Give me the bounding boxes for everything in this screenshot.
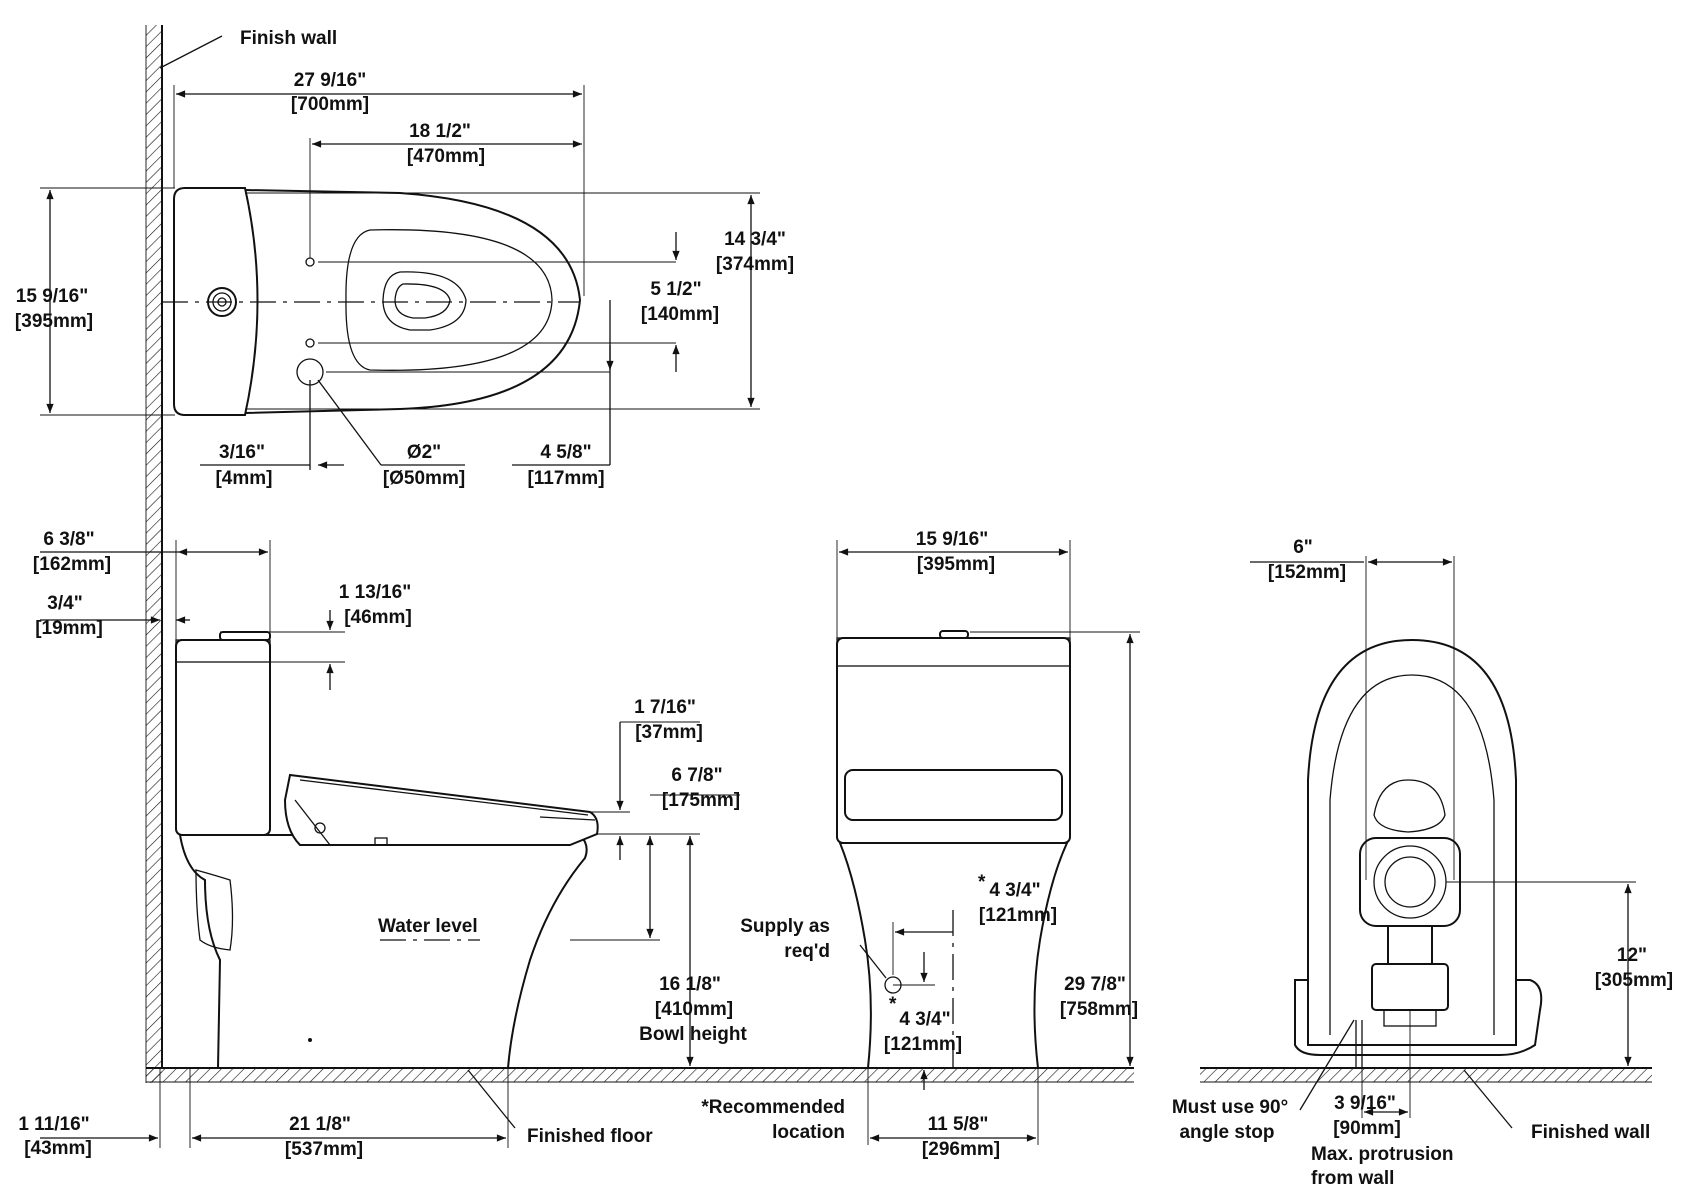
bowl-height-label: Bowl height	[639, 1024, 747, 1045]
wall-gap-imperial-dimension: 3/16"	[219, 442, 265, 463]
front-view	[836, 630, 1071, 1069]
finish-wall-label: Finish wall	[240, 28, 337, 49]
drain-offset-imperial-dimension: 4 5/8"	[540, 442, 591, 463]
hinge-spacing-metric-dimension: [140mm]	[641, 304, 719, 325]
rim-to-water-imperial-dimension: 6 7/8"	[671, 765, 722, 786]
bowl-height-metric-dimension: [410mm]	[655, 999, 733, 1020]
tank-depth-metric-dimension: [162mm]	[33, 554, 111, 575]
rear-floor-hatch	[1200, 1067, 1652, 1083]
must-use-label-1: Must use 90°	[1172, 1097, 1288, 1118]
wall-gap-metric-dimension: [4mm]	[215, 468, 272, 489]
rear-dim-lines	[1250, 556, 1636, 1129]
max-protrusion-imperial-dimension: 3 9/16"	[1334, 1093, 1396, 1114]
drain-offset-metric-dimension: [117mm]	[527, 468, 604, 489]
finished-wall-label: Finished wall	[1531, 1122, 1650, 1143]
hinge-spacing-imperial-dimension: 5 1/2"	[650, 279, 701, 300]
overall-height-imperial-dimension: 29 7/8"	[1064, 974, 1126, 995]
tank-gap-metric-dimension: [19mm]	[35, 618, 103, 639]
max-protrusion-label-1: Max. protrusion	[1311, 1144, 1454, 1165]
plan-dim-texts: Finish wall 27 9/16" [700mm] 18 1/2" [47…	[15, 28, 794, 489]
supply-offset-h-imperial-dimension: 4 3/4"	[989, 880, 1040, 901]
must-use-label-2: angle stop	[1179, 1122, 1274, 1143]
rear-view	[1294, 638, 1543, 1068]
front-width-imperial-dimension: 15 9/16"	[916, 529, 988, 550]
supply-label-2: req'd	[784, 941, 830, 962]
seat-thickness-imperial-dimension: 1 7/16"	[634, 697, 696, 718]
overall-height-metric-dimension: [758mm]	[1060, 999, 1138, 1020]
side-dim-lines	[40, 540, 740, 1148]
side-floor-hatch	[146, 1067, 1134, 1083]
asterisk-mark: *	[978, 872, 986, 893]
supply-height-imperial-dimension: 4 3/4"	[899, 1009, 950, 1030]
supply-label-1: Supply as	[740, 916, 830, 937]
max-protrusion-metric-dimension: [90mm]	[1333, 1118, 1401, 1139]
max-protrusion-label-2: from wall	[1311, 1168, 1394, 1189]
base-width-metric-dimension: [296mm]	[922, 1139, 1000, 1160]
rough-in-imperial-dimension: 21 1/8"	[289, 1114, 351, 1135]
front-dim-texts: 15 9/16" [395mm] * 4 3/4" [121mm] Supply…	[701, 529, 1138, 1160]
overall-depth-metric-dimension: [700mm]	[291, 94, 369, 115]
finished-floor-label: Finished floor	[527, 1126, 653, 1147]
finish-wall-hatch	[145, 25, 163, 1083]
plan-dim-lines	[40, 35, 760, 470]
front-width-metric-dimension: [395mm]	[917, 554, 995, 575]
rear-bolts-imperial-dimension: 6"	[1293, 537, 1313, 558]
tank-lid-metric-dimension: [46mm]	[344, 607, 412, 628]
seat-thickness-metric-dimension: [37mm]	[635, 722, 703, 743]
rough-in-metric-dimension: [537mm]	[285, 1139, 363, 1160]
rear-dim-texts: 6" [152mm] 12" [305mm] Must use 90° angl…	[1172, 537, 1673, 1189]
asterisk-mark: *	[889, 994, 897, 1015]
overall-width-imperial-dimension: 15 9/16"	[16, 286, 88, 307]
side-dim-texts: 6 3/8" [162mm] 3/4" [19mm] 1 13/16" [46m…	[18, 529, 747, 1160]
seat-depth-imperial-dimension: 18 1/2"	[409, 121, 471, 142]
side-view	[175, 631, 599, 1069]
base-setback-metric-dimension: [43mm]	[24, 1138, 92, 1159]
overall-width-metric-dimension: [395mm]	[15, 311, 93, 332]
base-width-imperial-dimension: 11 5/8"	[928, 1114, 989, 1135]
tank-depth-imperial-dimension: 6 3/8"	[43, 529, 94, 550]
rear-outlet-height-metric-dimension: [305mm]	[1595, 970, 1673, 991]
drain-dia-metric-dimension: [Ø50mm]	[383, 468, 465, 489]
seat-depth-metric-dimension: [470mm]	[407, 146, 485, 167]
seat-width-metric-dimension: [374mm]	[716, 254, 794, 275]
supply-offset-h-metric-dimension: [121mm]	[979, 905, 1057, 926]
rim-to-water-metric-dimension: [175mm]	[662, 790, 740, 811]
overall-depth-imperial-dimension: 27 9/16"	[294, 70, 366, 91]
tank-gap-imperial-dimension: 3/4"	[47, 593, 82, 614]
recommended-label-1: *Recommended	[701, 1097, 845, 1118]
supply-height-metric-dimension: [121mm]	[884, 1034, 962, 1055]
bowl-height-imperial-dimension: 16 1/8"	[659, 974, 721, 995]
recommended-label-2: location	[772, 1122, 845, 1143]
rear-outlet-height-imperial-dimension: 12"	[1617, 945, 1647, 966]
rear-bolts-metric-dimension: [152mm]	[1268, 562, 1346, 583]
water-level-label: Water level	[378, 916, 478, 937]
plan-view	[162, 187, 676, 416]
front-dim-lines	[836, 540, 1140, 1145]
tank-lid-imperial-dimension: 1 13/16"	[339, 582, 411, 603]
seat-width-imperial-dimension: 14 3/4"	[724, 229, 786, 250]
drain-dia-imperial-dimension: Ø2"	[407, 442, 441, 463]
base-setback-imperial-dimension: 1 11/16"	[18, 1114, 89, 1135]
